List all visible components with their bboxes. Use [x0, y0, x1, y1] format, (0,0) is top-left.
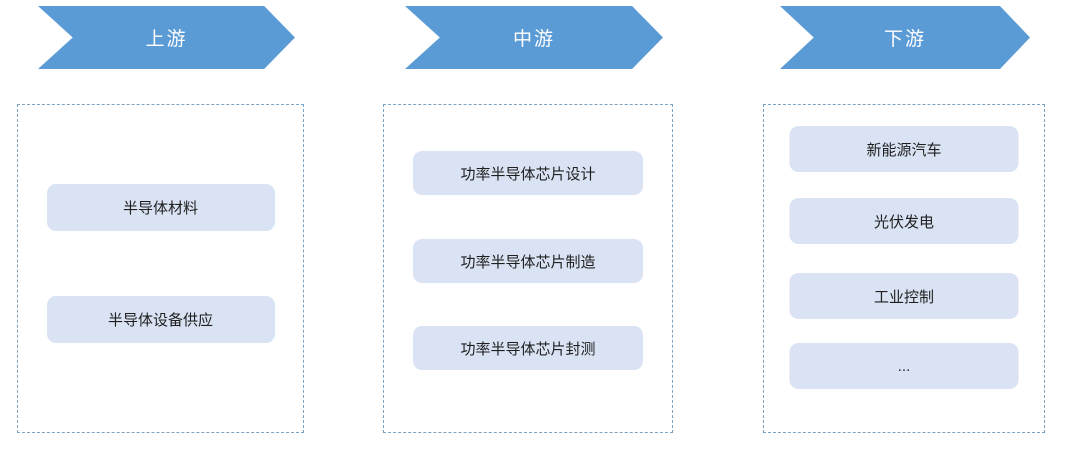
chevron-label-downstream: 下游 [883, 29, 926, 50]
chain-item-power-chip-manufacturing: 功率半导体芯片制造 [413, 239, 643, 283]
panel-downstream: 新能源汽车 光伏发电 工业控制 ... [763, 104, 1045, 433]
chain-item-new-energy-vehicles: 新能源汽车 [789, 126, 1019, 172]
chevron-label-midstream: 中游 [512, 29, 555, 50]
chain-item-ellipsis-more: ... [789, 343, 1019, 389]
chain-item-power-chip-packaging-testing: 功率半导体芯片封测 [413, 326, 643, 370]
chain-item-semiconductor-materials: 半导体材料 [46, 184, 275, 231]
chain-item-industrial-control: 工业控制 [789, 273, 1019, 319]
chain-item-photovoltaic-power: 光伏发电 [789, 198, 1019, 244]
chevron-label-upstream: 上游 [145, 29, 188, 50]
panel-upstream: 半导体材料 半导体设备供应 [17, 104, 304, 433]
chevron-banner-midstream: 中游 [405, 6, 663, 69]
chevron-banner-upstream: 上游 [38, 6, 295, 69]
chain-item-semiconductor-equipment-supply: 半导体设备供应 [46, 296, 275, 343]
chain-item-power-chip-design: 功率半导体芯片设计 [413, 151, 643, 195]
chevron-banner-downstream: 下游 [780, 6, 1030, 69]
panel-midstream: 功率半导体芯片设计 功率半导体芯片制造 功率半导体芯片封测 [383, 104, 673, 433]
